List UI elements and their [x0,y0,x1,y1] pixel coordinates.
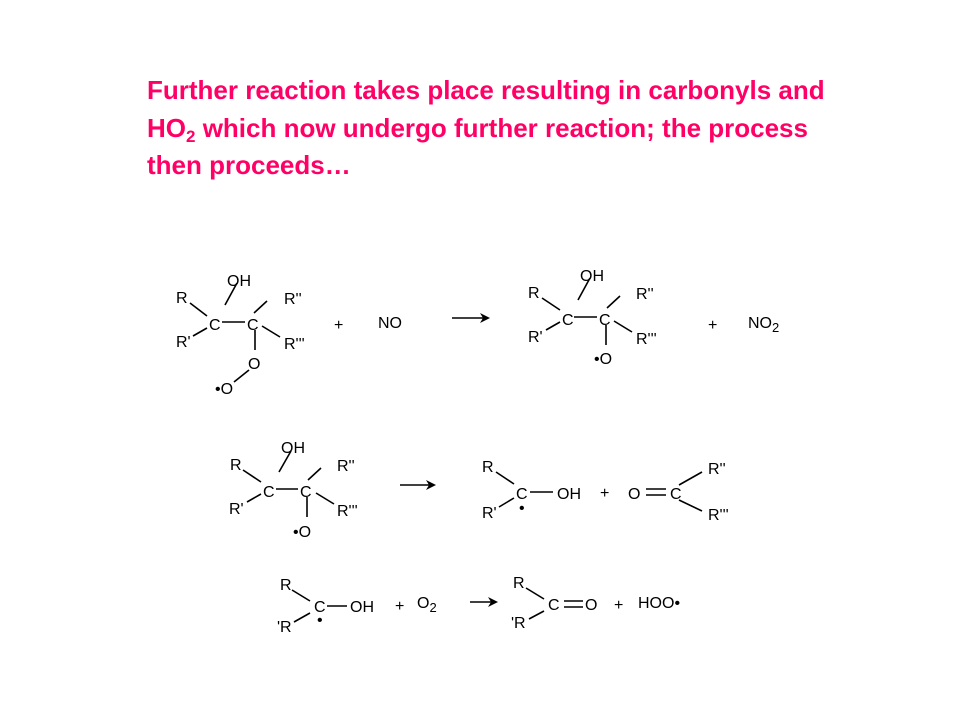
oxygen-radical: •O [594,351,612,368]
carbon-atom: C [599,312,611,329]
product-alkoxy-radical: R R' C C OH R'' R''' •O [528,268,657,368]
r-triple-prime-group: R''' [636,331,657,348]
oxygen-radical: •O [293,524,311,541]
r-group: R [176,290,188,307]
radical-dot: • [519,500,525,517]
title-subscript: 2 [186,126,196,146]
oxygen-atom: O [248,356,260,373]
slide-title: Further reaction takes place resulting i… [147,72,827,185]
oxygen-atom: O [628,486,640,503]
r-group: R [482,459,494,476]
oxygen-molecule: O2 [417,595,437,615]
r-group: R [528,285,540,302]
r-group: R [230,457,242,474]
plus-sign: + [334,317,343,334]
oxygen-radical: •O [215,381,233,398]
r-prime-group: R' [528,329,543,346]
hydroperoxyl-radical: HOO• [638,595,680,612]
nitrogen-dioxide: NO2 [748,315,779,335]
carbon-atom: C [562,312,574,329]
plus-sign: + [395,598,404,615]
r-group: R [280,577,292,594]
plus-sign: + [614,597,623,614]
r-double-prime-group: R'' [337,458,355,475]
carbon-atom: C [516,486,528,503]
carbon-atom: C [247,317,259,334]
nitric-oxide: NO [378,315,402,332]
carbon-atom: C [209,317,221,334]
r-double-prime-group: R'' [284,291,302,308]
r-prime-group: R' [482,505,497,522]
reaction-arrow [452,313,490,323]
radical-dot: • [317,612,323,629]
oxygen-atom: O [585,597,597,614]
r-prime-group: R' [176,334,191,351]
r-prime-group: R' [229,501,244,518]
r-triple-prime-group: R''' [284,336,305,353]
reactant-alkoxy-radical: R R' C C OH R'' R''' •O [229,440,358,541]
product-carbonyl: O C R'' R''' [628,461,729,524]
hydroxyl-group: OH [557,486,581,503]
reaction-3: R 'R C • OH + O2 R 'R C O + HOO• [277,575,680,636]
r-double-prime-group: R'' [636,286,654,303]
carbon-atom: C [314,599,326,616]
reaction-arrow [400,480,436,490]
r-group: R [513,575,525,592]
reactant-hydroxyalkyl-radical: R 'R C • OH [277,577,374,636]
hydroxyl-group: OH [227,273,251,290]
carbon-atom: C [300,484,312,501]
title-part-2: which now undergo further reaction; the … [147,112,808,181]
carbon-atom: C [263,484,275,501]
plus-sign: + [600,485,609,502]
r-prime-left-group: 'R [511,615,526,632]
title-part-1: Further reaction takes place resulting i… [147,75,825,143]
reaction-arrow [470,597,498,607]
carbon-atom: C [548,597,560,614]
reaction-2: R R' C C OH R'' R''' •O R R' C • OH + [229,440,729,541]
hydroxyl-group: OH [281,440,305,457]
r-prime-left-group: 'R [277,619,292,636]
product-carbonyl: R 'R C O [511,575,597,632]
carbon-atom: C [670,486,682,503]
reactant-peroxy-radical: R R' C C OH R'' R''' O •O [176,273,305,398]
plus-sign: + [708,317,717,334]
r-double-prime-group: R'' [708,461,726,478]
hydroxyl-group: OH [580,268,604,285]
reaction-1: R R' C C OH R'' R''' O •O + NO R R' C [176,268,779,398]
product-hydroxyalkyl-radical: R R' C • OH [482,459,581,522]
hydroxyl-group: OH [350,599,374,616]
r-triple-prime-group: R''' [337,503,358,520]
r-triple-prime-group: R''' [708,507,729,524]
